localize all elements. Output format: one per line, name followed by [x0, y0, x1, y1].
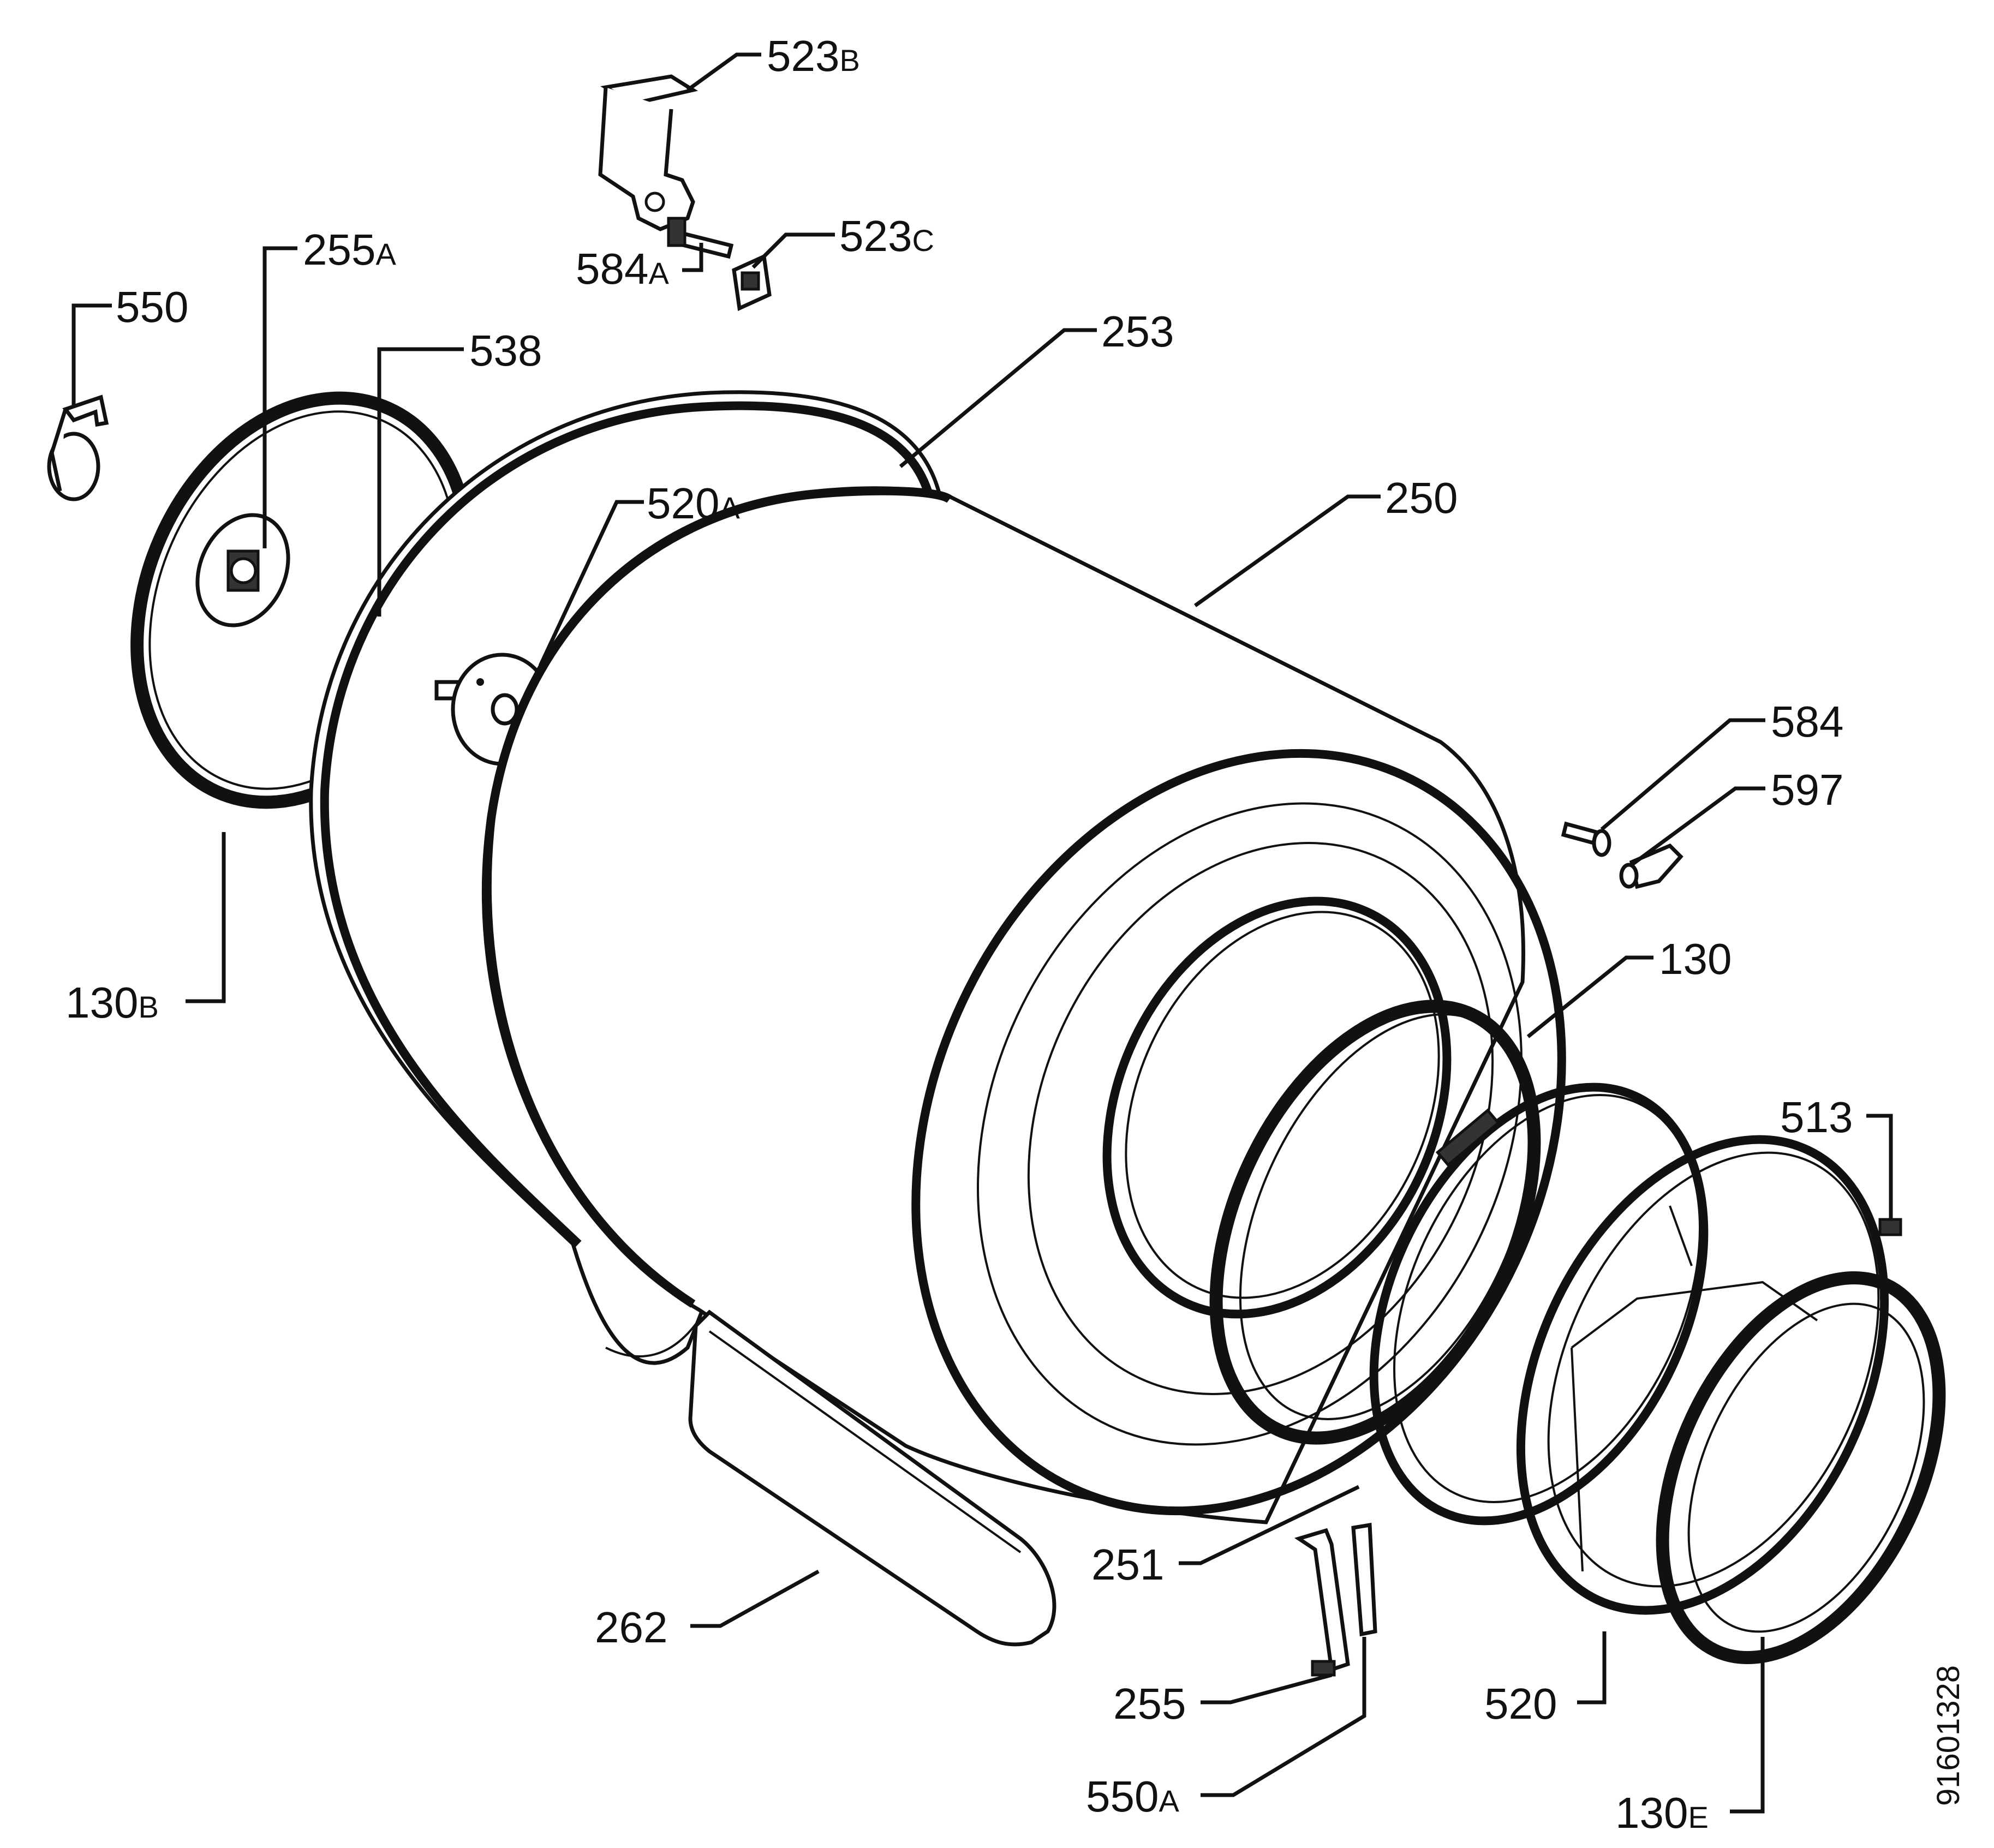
- label-550a: 550A: [1086, 1772, 1179, 1821]
- label-251: 251: [1091, 1540, 1164, 1589]
- baffle-262: [688, 1309, 1056, 1647]
- document-number: 91601328: [1931, 1665, 1966, 1806]
- label-513: 513: [1780, 1093, 1853, 1141]
- leader-lines: [71, 52, 1893, 1814]
- clip-550a: [1351, 1522, 1377, 1637]
- clip-597: [1619, 843, 1683, 889]
- connector-523c: [732, 253, 772, 312]
- label-250: 250: [1385, 474, 1458, 522]
- small-part-513: [1878, 1218, 1902, 1236]
- clip-255: [1294, 1528, 1350, 1677]
- label-584: 584: [1771, 697, 1843, 746]
- label-550: 550: [116, 283, 188, 331]
- label-523b: 523B: [767, 32, 860, 80]
- clip-550: [47, 394, 109, 501]
- label-520: 520: [1484, 1679, 1557, 1728]
- label-130b: 130B: [65, 978, 159, 1027]
- front-ring-251: [1369, 1083, 1709, 1526]
- front-gasket-130: [1209, 1000, 1541, 1445]
- label-255: 255: [1113, 1679, 1186, 1728]
- bracket-523b: [598, 74, 699, 231]
- label-130: 130: [1659, 935, 1732, 983]
- label-253: 253: [1101, 307, 1174, 356]
- bearing-hub-255a: [195, 513, 290, 627]
- label-584a: 584A: [576, 244, 669, 293]
- screw-584: [1561, 821, 1611, 857]
- label-597: 597: [1771, 765, 1843, 814]
- front-housing-520: [1516, 1135, 1889, 1615]
- drum-250: [481, 486, 1566, 1524]
- label-538: 538: [469, 326, 542, 375]
- label-523c: 523C: [839, 212, 934, 260]
- label-130e: 130E: [1615, 1789, 1709, 1837]
- door-gasket-130e: [1656, 1271, 1946, 1664]
- label-262: 262: [595, 1603, 667, 1652]
- label-520a: 520A: [647, 479, 740, 528]
- label-255a: 255A: [303, 225, 396, 274]
